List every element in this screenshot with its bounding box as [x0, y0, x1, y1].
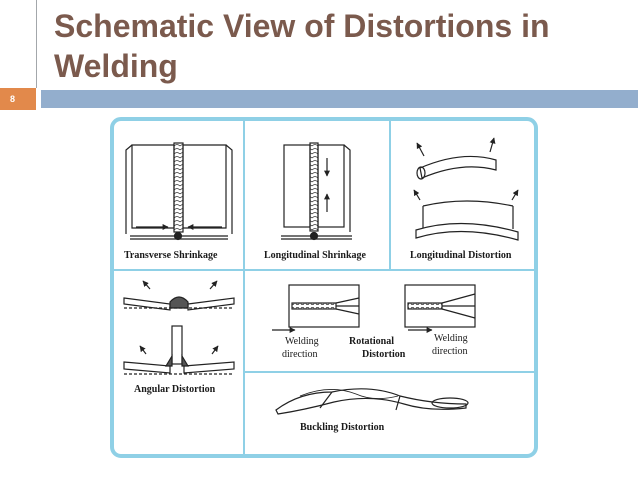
angular-distortion-panel [123, 280, 235, 375]
rotational-distortion-label-line2: Distortion [362, 349, 406, 360]
welding-direction-left-line1: Welding [285, 336, 319, 347]
rotational-distortion-label-line1: Rotational [349, 336, 394, 347]
angular-distortion-label: Angular Distortion [134, 384, 216, 395]
left-divider [36, 0, 37, 88]
welding-direction-right-line1: Welding [434, 333, 468, 344]
title-accent-bar [41, 90, 638, 108]
longitudinal-distortion-panel [413, 137, 519, 241]
longitudinal-shrinkage-label: Longitudinal Shrinkage [264, 250, 367, 261]
longitudinal-shrinkage-panel [281, 142, 352, 241]
slide-title: Schematic View of Distortions in Welding [54, 8, 550, 84]
longitudinal-distortion-label: Longitudinal Distortion [410, 250, 512, 261]
panel-dividers [112, 121, 536, 454]
page-number: 8 [0, 88, 36, 110]
buckling-distortion-panel [275, 388, 469, 415]
welding-direction-left-line2: direction [282, 349, 318, 360]
figure-frame [110, 117, 538, 458]
buckling-distortion-label: Buckling Distortion [300, 422, 385, 433]
rotational-distortion-panel [272, 284, 476, 333]
transverse-shrinkage-label: Transverse Shrinkage [124, 250, 218, 261]
welding-direction-right-line2: direction [432, 346, 468, 357]
transverse-shrinkage-panel [125, 142, 233, 241]
